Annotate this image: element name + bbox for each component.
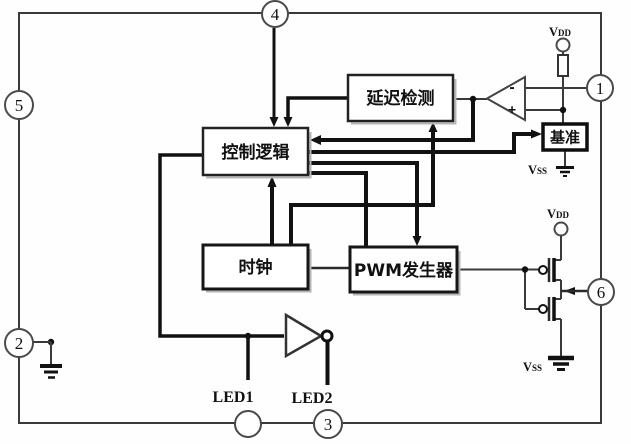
delay-detect-box [346,73,455,123]
wire-pwm-to-gates [457,268,539,310]
junction-led1-node [244,332,252,340]
pin6-pad [587,278,615,306]
nmos-gate-bubble [538,304,548,314]
vdd1-terminal [555,37,571,53]
pin2-number: 2 [15,334,24,353]
wire-pin2-to-gnd [33,341,52,364]
pin5-number: 5 [15,96,24,115]
output-stage [538,221,588,371]
arrow-into-delay-bottom [428,122,438,132]
reference-ground [556,166,574,177]
comparator-minus-label: - [508,81,516,96]
arrow-delay-into-control-top [283,117,293,127]
arrow-into-control-right [310,135,321,145]
junction-dots [47,95,567,346]
chip-outline [18,12,602,424]
inverter-bubble [320,329,334,343]
shadow [351,79,457,125]
junction-plus-node [559,106,567,114]
arrow-into-pwm-top [412,236,422,246]
vdd1-label-dd: DD [558,28,571,38]
comparator: - + [484,75,526,122]
comparator-triangle [484,75,526,122]
delay-detect-label: 延迟检测 [366,88,435,109]
pwm-generator-box [348,245,459,294]
vdd2-label-dd: DD [556,210,569,220]
mosfet-rail [554,235,562,356]
text-labels: LED1 LED2 V DD V SS V DD V SS [213,25,572,407]
junction-comparator-out [469,95,477,103]
resistor [557,54,569,77]
comparator-plus-label: + [508,103,516,118]
function-blocks: 延迟检测 控制逻辑 时钟 PWM发生器 基准 [201,73,589,294]
led1-label: LED1 [213,389,254,406]
shadow [206,249,312,293]
wire-control-to-led-driver [158,153,284,338]
control-logic-label: 控制逻辑 [222,142,290,163]
pin-pads: 4 5 2 1 6 3 [4,0,615,439]
bus-wires [158,28,532,385]
arrow-pin4-into-control-top [269,117,279,127]
wire-delay-to-control [286,96,348,118]
vdd2-terminal [553,221,569,237]
led-driver [284,312,334,359]
pin3-number: 3 [324,415,333,434]
vdd1-branch [555,37,571,77]
pin1-number: 1 [596,79,605,98]
vss2-label-ss: SS [532,363,542,373]
wire-clock-to-delay [289,131,435,245]
arrow-into-reference [531,129,542,139]
reference-label: 基准 [549,129,580,147]
pin4-pad [261,0,289,28]
pwm-generator-label: PWM发生器 [354,260,454,281]
clock-label: 时钟 [239,257,273,278]
vss1-label-v: V [528,163,537,177]
clock-box [201,243,310,291]
wire-control-to-reference [308,132,532,154]
pmos-gate-bubble [538,265,548,275]
pin2-pad [4,328,34,358]
control-logic-box [201,126,310,177]
led1-pad [234,410,262,438]
wire-control-to-pwm-plain [308,171,368,247]
pin5-pad [4,90,34,120]
inverter-triangle [284,312,324,359]
vdd1-label-v: V [549,25,558,39]
junction-gate-node [521,266,529,273]
vss1-label-ss: SS [537,166,547,176]
led2-label: LED2 [292,390,333,407]
block-shadows [206,79,461,296]
vss2-label-v: V [523,360,532,374]
vdd2-label-v: V [547,207,556,221]
pin4-number: 4 [271,5,280,24]
arrow-into-control-bottom [267,176,277,187]
shadow [206,132,312,179]
pin2-ground [33,341,62,379]
pin1-pad [586,74,614,102]
wire-control-to-pwm-arrow [308,161,419,237]
reference-box [541,122,589,152]
pin3-pad [313,409,343,439]
shadow [353,251,461,296]
wire-comparator-to-control [314,99,475,142]
pin6-number: 6 [597,283,606,302]
